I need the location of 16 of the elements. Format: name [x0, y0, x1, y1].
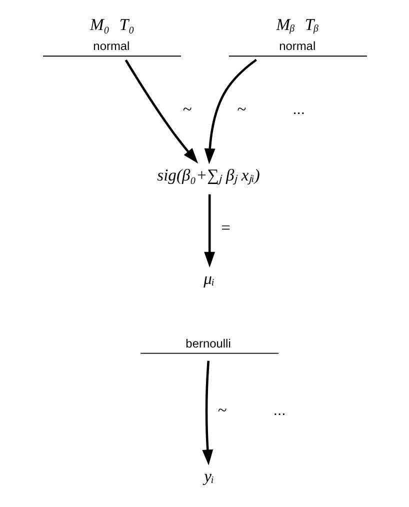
node-text: M₀ T₀ normal [89, 14, 134, 54]
node-text: yᵢ [204, 466, 214, 486]
arrow [202, 360, 213, 466]
label: ... [292, 102, 304, 118]
arrow [204, 194, 215, 268]
arrow [124, 59, 198, 164]
edge-label: ~ [217, 400, 226, 420]
arrow [204, 58, 256, 164]
label: ... [272, 402, 286, 419]
node-text: μᵢ [203, 268, 214, 288]
edge-label: ~ [182, 99, 192, 118]
node-text: sig(β₀+∑ⱼ βⱼ xⱼᵢ) [156, 166, 260, 185]
node-text: bernoulli [185, 336, 230, 350]
edge-label: = [220, 218, 230, 238]
node-text: Mᵦ Tᵦ normal [276, 14, 318, 54]
edge-label: ~ [236, 99, 246, 118]
